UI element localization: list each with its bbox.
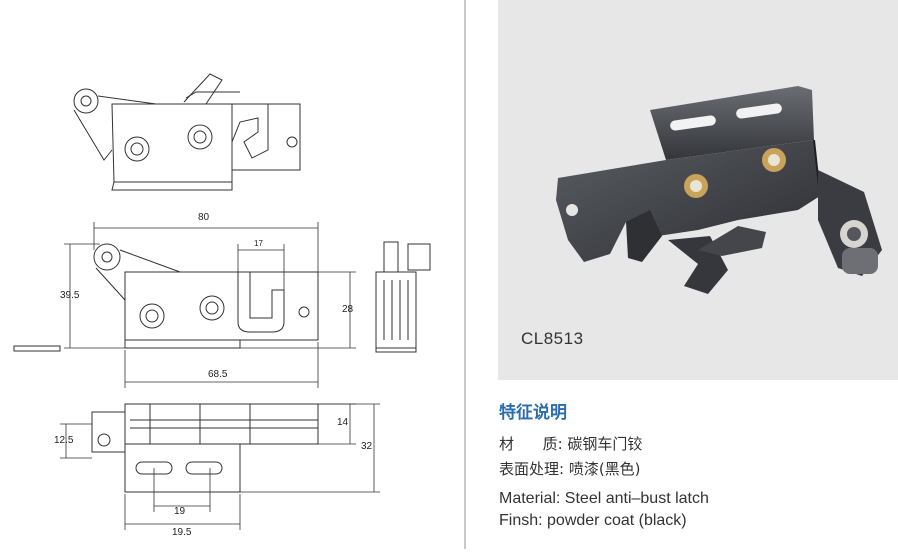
top-view <box>73 73 301 191</box>
side-view <box>375 241 431 353</box>
dim-68-5: 68.5 <box>208 369 228 380</box>
material-en: Material: Steel anti–bust latch <box>499 490 709 507</box>
model-number: CL8513 <box>521 329 584 348</box>
dim-80: 80 <box>198 212 210 223</box>
dim-12-5: 12.5 <box>54 435 74 446</box>
dim-19-5: 19.5 <box>172 527 192 538</box>
product-photo <box>498 0 898 380</box>
dim-32: 32 <box>361 441 373 452</box>
latch-line-drawing <box>13 73 431 530</box>
dim-28: 28 <box>342 304 354 315</box>
latch-photo-illustration <box>556 86 882 294</box>
surface-cn: 表面处理: 喷漆(黑色) <box>499 460 641 478</box>
dim-14: 14 <box>337 417 349 428</box>
bottom-dimension-lines <box>60 403 380 530</box>
technical-drawing: 80 17 39.5 28 68.5 12.5 14 32 19 19.5 <box>13 73 431 538</box>
dim-39-5: 39.5 <box>60 290 80 301</box>
bottom-view <box>91 403 319 493</box>
front-view <box>13 243 319 352</box>
vertical-divider <box>464 0 466 549</box>
front-dimension-lines <box>64 222 356 388</box>
features-title: 特征说明 <box>499 403 567 423</box>
dim-19: 19 <box>174 506 186 517</box>
material-cn: 材 质: 碳钢车门铰 <box>499 435 643 453</box>
finish-en: Finsh: powder coat (black) <box>499 512 687 529</box>
dim-17: 17 <box>254 239 263 248</box>
